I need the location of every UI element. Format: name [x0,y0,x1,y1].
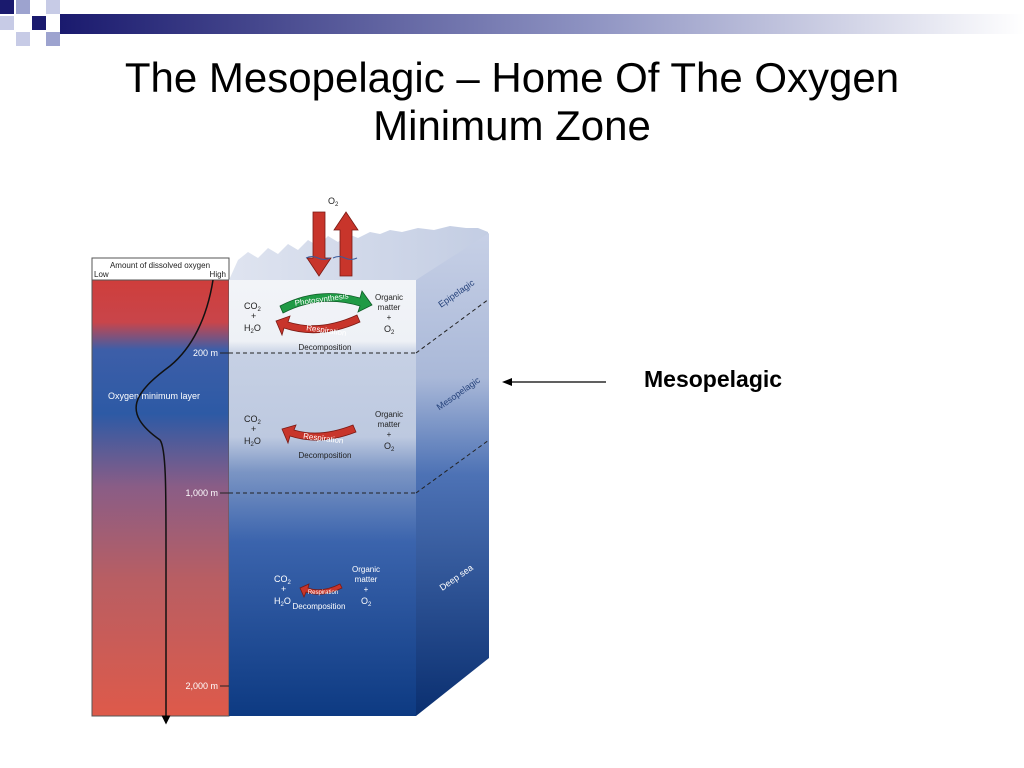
o2-down-arrow [306,211,332,277]
depth-label-200: 200 m [193,348,218,358]
o2-label: O2 [328,196,339,208]
deco-square [0,0,14,14]
ocean-zone-diagram: Amount of dissolved oxygen Low High Oxyg… [91,196,490,725]
oxygen-panel-header: Amount of dissolved oxygen [110,261,210,270]
deco-square [46,32,60,46]
respiration-label-deep: Respiration [308,590,338,596]
svg-text:O2: O2 [384,324,395,336]
decomposition-label-meso: Decomposition [299,451,352,460]
oxygen-profile-curve [135,279,214,725]
svg-text:Organic: Organic [375,293,403,302]
deco-square [46,0,60,14]
svg-text:CO2: CO2 [274,574,292,586]
svg-text:H2O: H2O [244,436,261,448]
svg-text:+: + [387,313,392,322]
oxygen-minimum-layer-label: Oxygen minimum layer [108,391,200,401]
ocean-top-face [229,226,488,280]
svg-text:+: + [251,424,256,434]
oxygen-low-label: Low [94,270,109,279]
svg-text:+: + [387,430,392,439]
deco-square [16,32,30,46]
svg-text:O2: O2 [361,596,372,608]
respiration-arrow-epi [275,314,361,337]
photosynthesis-arrow [279,290,373,314]
mesopelagic-pointer-arrow [502,378,606,386]
decomposition-label-deep: Decomposition [293,602,346,611]
mesopelagic-callout-label: Mesopelagic [644,366,783,392]
svg-text:matter: matter [378,420,401,429]
svg-text:Organic: Organic [375,410,403,419]
mesopelagic-cycle: CO2 + H2O Respiration Decomposition Orga… [244,410,403,460]
deco-square [32,16,46,30]
respiration-arrow-deep [299,583,343,599]
slide-title-line1: The Mesopelagic – Home Of The Oxygen [124,54,900,101]
svg-text:+: + [251,311,256,321]
oxygen-panel: Amount of dissolved oxygen Low High Oxyg… [91,257,230,725]
svg-text:CO2: CO2 [244,414,262,426]
slide-title: The Mesopelagic – Home Of The Oxygen Min… [40,54,984,150]
svg-text:H2O: H2O [274,596,291,608]
respiration-arrow-meso [281,424,357,445]
svg-text:Organic: Organic [352,565,380,574]
svg-text:H2O: H2O [244,323,261,335]
ocean-side-face [416,233,489,716]
svg-text:+: + [281,584,286,594]
svg-text:matter: matter [355,575,378,584]
o2-exchange: O2 [305,196,359,277]
svg-text:+: + [364,585,369,594]
svg-text:matter: matter [378,303,401,312]
oxygen-high-label: High [210,270,226,279]
deep-sea-cycle: CO2 + H2O Respiration Decomposition Orga… [274,565,380,611]
slide-top-bar [0,0,1024,46]
o2-up-arrow [333,211,359,277]
svg-text:O2: O2 [384,441,395,453]
svg-text:CO2: CO2 [244,301,262,313]
deco-square [0,16,14,30]
depth-label-1000: 1,000 m [185,488,218,498]
ocean-block: 200 m 1,000 m 2,000 m Epipelagic Mesopel… [185,226,490,716]
deco-square [16,0,30,14]
slide-title-line2: Minimum Zone [373,102,651,149]
decomposition-label-epi: Decomposition [299,343,352,352]
depth-label-2000: 2,000 m [185,681,218,691]
